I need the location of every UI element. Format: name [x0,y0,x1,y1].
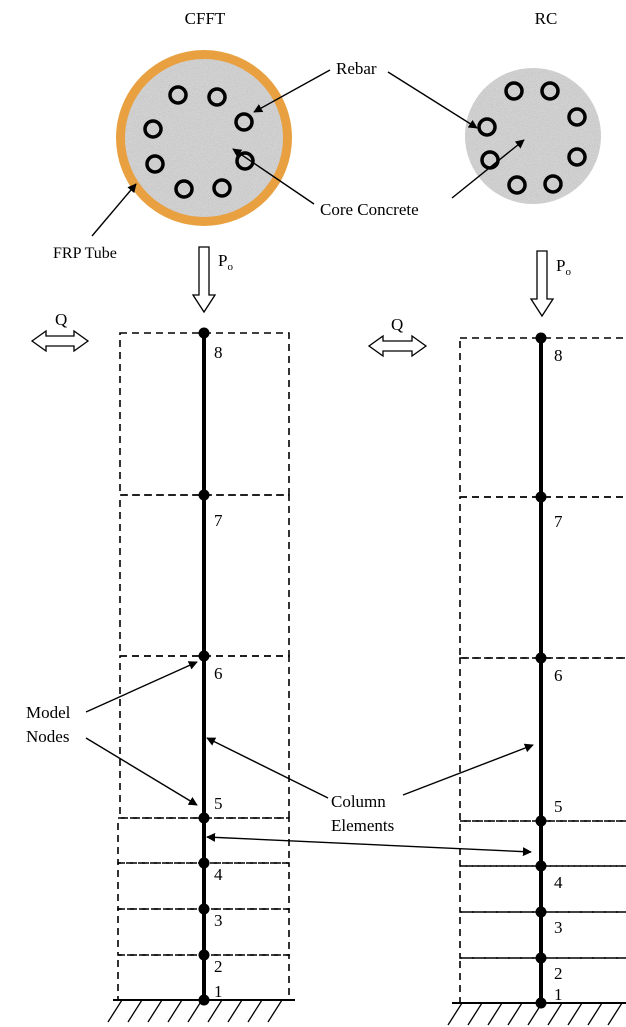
core-concrete-leader-rc [451,139,525,199]
frp-tube-leader [91,183,137,237]
column-elements-leader-rc-upper [402,743,534,796]
rebar-ring [145,154,165,174]
model-node [535,815,547,827]
svg-text:Q: Q [55,310,67,329]
model-node [198,857,210,869]
fixed-support-hatch [107,999,295,1023]
model-nodes-leader-upper [85,661,198,713]
cfft-column: 8 7 6 5 4 3 2 1 [107,327,295,1023]
core-concrete-leader-cfft [232,148,315,205]
svg-text:Q: Q [391,315,403,334]
rebar-ring [507,175,527,195]
rebar-ring [567,147,587,167]
node-number: 8 [214,343,223,362]
label-core-concrete: Core Concrete [320,200,419,219]
node-number: 5 [214,794,223,813]
model-node [198,812,210,824]
model-node [535,906,547,918]
node-number: 7 [554,512,563,531]
cfft-cross-section [116,50,292,226]
model-node [535,491,547,503]
label-frp-tube: FRP Tube [53,245,117,262]
node-number: 1 [214,982,223,1001]
rebar-ring [235,151,255,171]
model-node [198,903,210,915]
node-number: 8 [554,346,563,365]
node-number: 6 [214,664,223,683]
model-node [198,327,210,339]
node-number: 2 [554,964,563,983]
node-number: 4 [554,873,563,892]
label-column-elements-line1: Column [331,792,386,811]
model-node [535,952,547,964]
model-node [535,860,547,872]
node-number: 3 [214,911,223,930]
label-model-nodes-line2: Nodes [26,727,69,746]
rebar-ring [207,87,227,107]
rebar-ring [504,81,524,101]
node-number: 7 [214,511,223,530]
lateral-load-rc: Q [367,315,428,358]
axial-load-rc: Po [529,250,571,318]
rebar-ring [174,179,194,199]
model-node [535,652,547,664]
rebar-ring [212,178,232,198]
axial-load-cfft: Po [191,246,233,314]
rebar-ring [567,107,587,127]
node-number: 2 [214,957,223,976]
header-cfft: CFFT [185,9,226,28]
column-elements-leader-cfft-upper [206,737,329,799]
svg-text:Po: Po [218,251,233,273]
node-number: 3 [554,918,563,937]
lateral-load-cfft: Q [30,310,90,353]
label-model-nodes-line1: Model [26,703,71,722]
column-elements-leader-span [206,832,532,857]
model-node [198,489,210,501]
rebar-ring [543,174,563,194]
model-node [198,949,210,961]
rebar-ring [477,117,497,137]
header-rc: RC [535,9,558,28]
node-number: 4 [214,865,223,884]
rc-cross-section [465,68,601,204]
rebar-leader-rc [387,71,478,129]
model-nodes-leader-lower [85,737,198,806]
fixed-support-hatch [447,1002,626,1026]
node-number: 6 [554,666,563,685]
node-number: 5 [554,797,563,816]
rc-column: 8 7 6 5 4 3 2 1 [447,332,626,1026]
rebar-ring [143,119,163,139]
model-node [198,650,210,662]
svg-text:Po: Po [556,256,571,278]
label-rebar: Rebar [336,59,377,78]
label-column-elements-line2: Elements [331,816,394,835]
rebar-ring [168,85,188,105]
rebar-ring [234,112,254,132]
node-number: 1 [554,985,563,1004]
model-node [535,332,547,344]
rebar-leader-cfft [253,69,331,113]
rebar-ring [540,81,560,101]
